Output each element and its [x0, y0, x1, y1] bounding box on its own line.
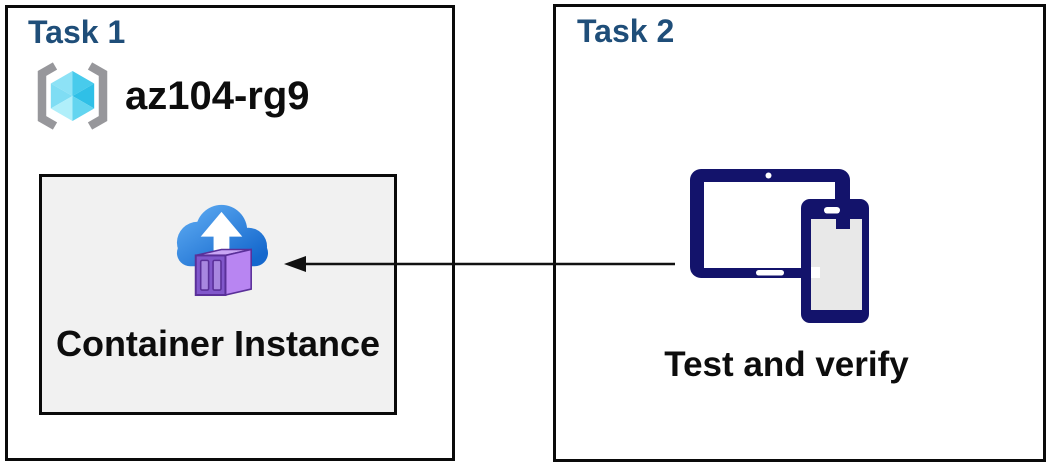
cube-icon: [50, 71, 95, 121]
task2-box: Task 2 Test and verify: [553, 4, 1046, 462]
phone-icon: [801, 199, 869, 323]
phone-speaker: [824, 207, 840, 214]
task1-box: Task 1 az104-rg9: [5, 5, 455, 461]
bracket-left: [37, 62, 58, 130]
container-instance-card: Container Instance: [39, 174, 397, 415]
container-instance-label: Container Instance: [55, 323, 381, 364]
tablet-phone-devices-icon: [690, 169, 869, 323]
resource-group-name-text: az104-rg9: [125, 73, 310, 118]
tablet-home-bar: [756, 270, 784, 276]
container-instances-icon: [176, 204, 269, 297]
task1-title: Task 1: [28, 14, 126, 50]
test-and-verify-label: Test and verify: [664, 345, 909, 384]
resource-group-icon: [37, 62, 108, 130]
upload-arrow-icon: [200, 211, 243, 264]
phone-screen: [811, 219, 862, 310]
task2-title: Task 2: [577, 13, 675, 49]
tablet-camera-dot: [765, 172, 772, 179]
resource-group-name: az104-rg9: [125, 60, 310, 132]
bracket-right: [87, 62, 108, 130]
container-box-icon: [194, 248, 252, 297]
